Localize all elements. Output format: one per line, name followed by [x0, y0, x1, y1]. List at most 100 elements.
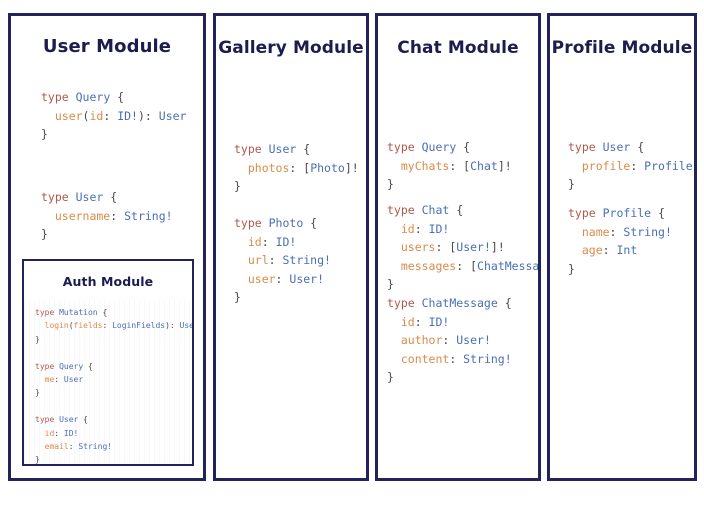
code-token: ) [137, 108, 145, 123]
code-token: [ [470, 258, 478, 273]
code-line: myChats: [Chat]! [387, 157, 512, 176]
code-token: Profile! [644, 158, 697, 173]
code-token: myChats [387, 158, 450, 173]
code-token: age [568, 243, 603, 257]
code-token: messages [387, 258, 457, 273]
code-token: { [83, 361, 93, 371]
code-line: } [387, 368, 512, 387]
code-token: User! [456, 240, 491, 254]
code-block-chat-type: type Chat { id: ID! users: [User!]! mess… [387, 201, 540, 294]
code-token: ChatMessage [477, 258, 540, 273]
code-token: } [35, 455, 40, 465]
code-token: } [234, 290, 241, 304]
code-block-chat-query: type Query { myChats: [Chat]!} [387, 138, 512, 194]
code-token: id [387, 221, 415, 236]
code-token: id [387, 314, 415, 329]
code-line: type Query { [387, 138, 512, 157]
code-token: User [75, 190, 104, 204]
code-token: { [497, 296, 512, 310]
code-line: type Mutation { [35, 306, 192, 319]
code-token: User! [289, 271, 325, 286]
code-token: Profile [602, 206, 652, 220]
code-token: url [234, 253, 269, 267]
code-line: content: String! [387, 350, 512, 369]
code-line: } [35, 333, 192, 346]
code-token: fields [73, 321, 103, 331]
code-line: profile: Profile! [568, 157, 697, 176]
code-line: photos: [Photo]! [234, 159, 359, 178]
code-line: id: ID! [387, 313, 512, 332]
code-token: type [35, 415, 60, 425]
code-token: : [609, 224, 624, 239]
code-token: : [602, 243, 617, 257]
code-line: url: String! [234, 251, 331, 270]
code-token: { [78, 415, 88, 425]
panel-profile-module[interactable]: Profile Module type User { profile: Prof… [547, 13, 697, 481]
code-token: } [568, 261, 575, 276]
code-token: String! [463, 351, 512, 366]
code-token: { [651, 206, 665, 220]
code-line: type Query { [35, 360, 192, 373]
code-token: type [387, 203, 422, 217]
panel-user-module[interactable]: User Module type Query { user(id: ID!): … [8, 13, 206, 481]
code-token: : [435, 240, 450, 254]
panel-auth-module[interactable]: Auth Module type Mutation { login(fields… [22, 259, 194, 466]
code-token: } [387, 277, 394, 291]
code-line: } [35, 386, 192, 399]
panel-title-user-module: User Module [42, 36, 172, 57]
code-token: : [54, 428, 64, 438]
panel-gallery-module[interactable]: Gallery Module type User { photos: [Phot… [213, 13, 369, 481]
code-block-gap [35, 346, 192, 359]
code-token: [ [449, 240, 457, 254]
code-line: } [387, 175, 512, 194]
code-token: Chat [421, 203, 450, 217]
code-token: type [41, 190, 76, 204]
code-token: } [41, 127, 48, 141]
code-token: : [54, 375, 64, 385]
code-line: type Query { [41, 88, 186, 107]
panel-title-gallery-module: Gallery Module [218, 38, 364, 58]
code-token: : [456, 258, 471, 273]
code-line: username: String! [41, 207, 173, 226]
code-token: type [35, 361, 60, 371]
code-line: type Profile { [568, 204, 672, 223]
code-block-user-type: type User { username: String!} [41, 188, 173, 244]
code-token: } [387, 370, 394, 384]
code-token: ID! [275, 234, 297, 249]
code-token: String! [78, 442, 113, 452]
code-block-profile-user: type User { profile: Profile!} [568, 138, 697, 194]
code-token: ( [68, 321, 74, 331]
code-token: } [234, 179, 241, 193]
code-token: type [568, 206, 603, 220]
code-token: : [144, 108, 159, 123]
code-token: User! [456, 333, 491, 347]
code-token: } [41, 227, 48, 241]
code-line: messages: [ChatMessage]! [387, 257, 540, 276]
code-token: : [449, 351, 464, 366]
code-line: } [387, 275, 538, 294]
code-token: user [41, 108, 83, 123]
code-line: user: User! [234, 270, 331, 289]
code-token: type [568, 140, 603, 154]
code-token: User [63, 375, 84, 385]
code-token: User [179, 321, 194, 331]
code-block-chat-message-type: type ChatMessage { id: ID! author: User!… [387, 294, 512, 387]
panel-chat-module[interactable]: Chat Module type Query { myChats: [Chat]… [375, 13, 541, 481]
code-token: LoginFields [112, 321, 166, 331]
code-line: user(id: ID!): User [41, 107, 187, 126]
code-token: name [568, 224, 610, 239]
code-token: : [268, 253, 283, 267]
code-line: } [568, 175, 694, 194]
code-token: String! [282, 253, 331, 267]
code-token: { [303, 216, 318, 230]
code-token: } [387, 177, 394, 191]
code-token: ( [82, 108, 90, 123]
code-token: { [296, 142, 311, 156]
code-token: : [442, 333, 457, 347]
code-token: : [414, 221, 429, 236]
code-block-gallery-user: type User { photos: [Photo]!} [234, 140, 359, 196]
code-line: type Chat { [387, 201, 538, 220]
code-block-profile-type: type Profile { name: String! age: Int} [568, 204, 672, 278]
code-token: { [449, 203, 464, 217]
